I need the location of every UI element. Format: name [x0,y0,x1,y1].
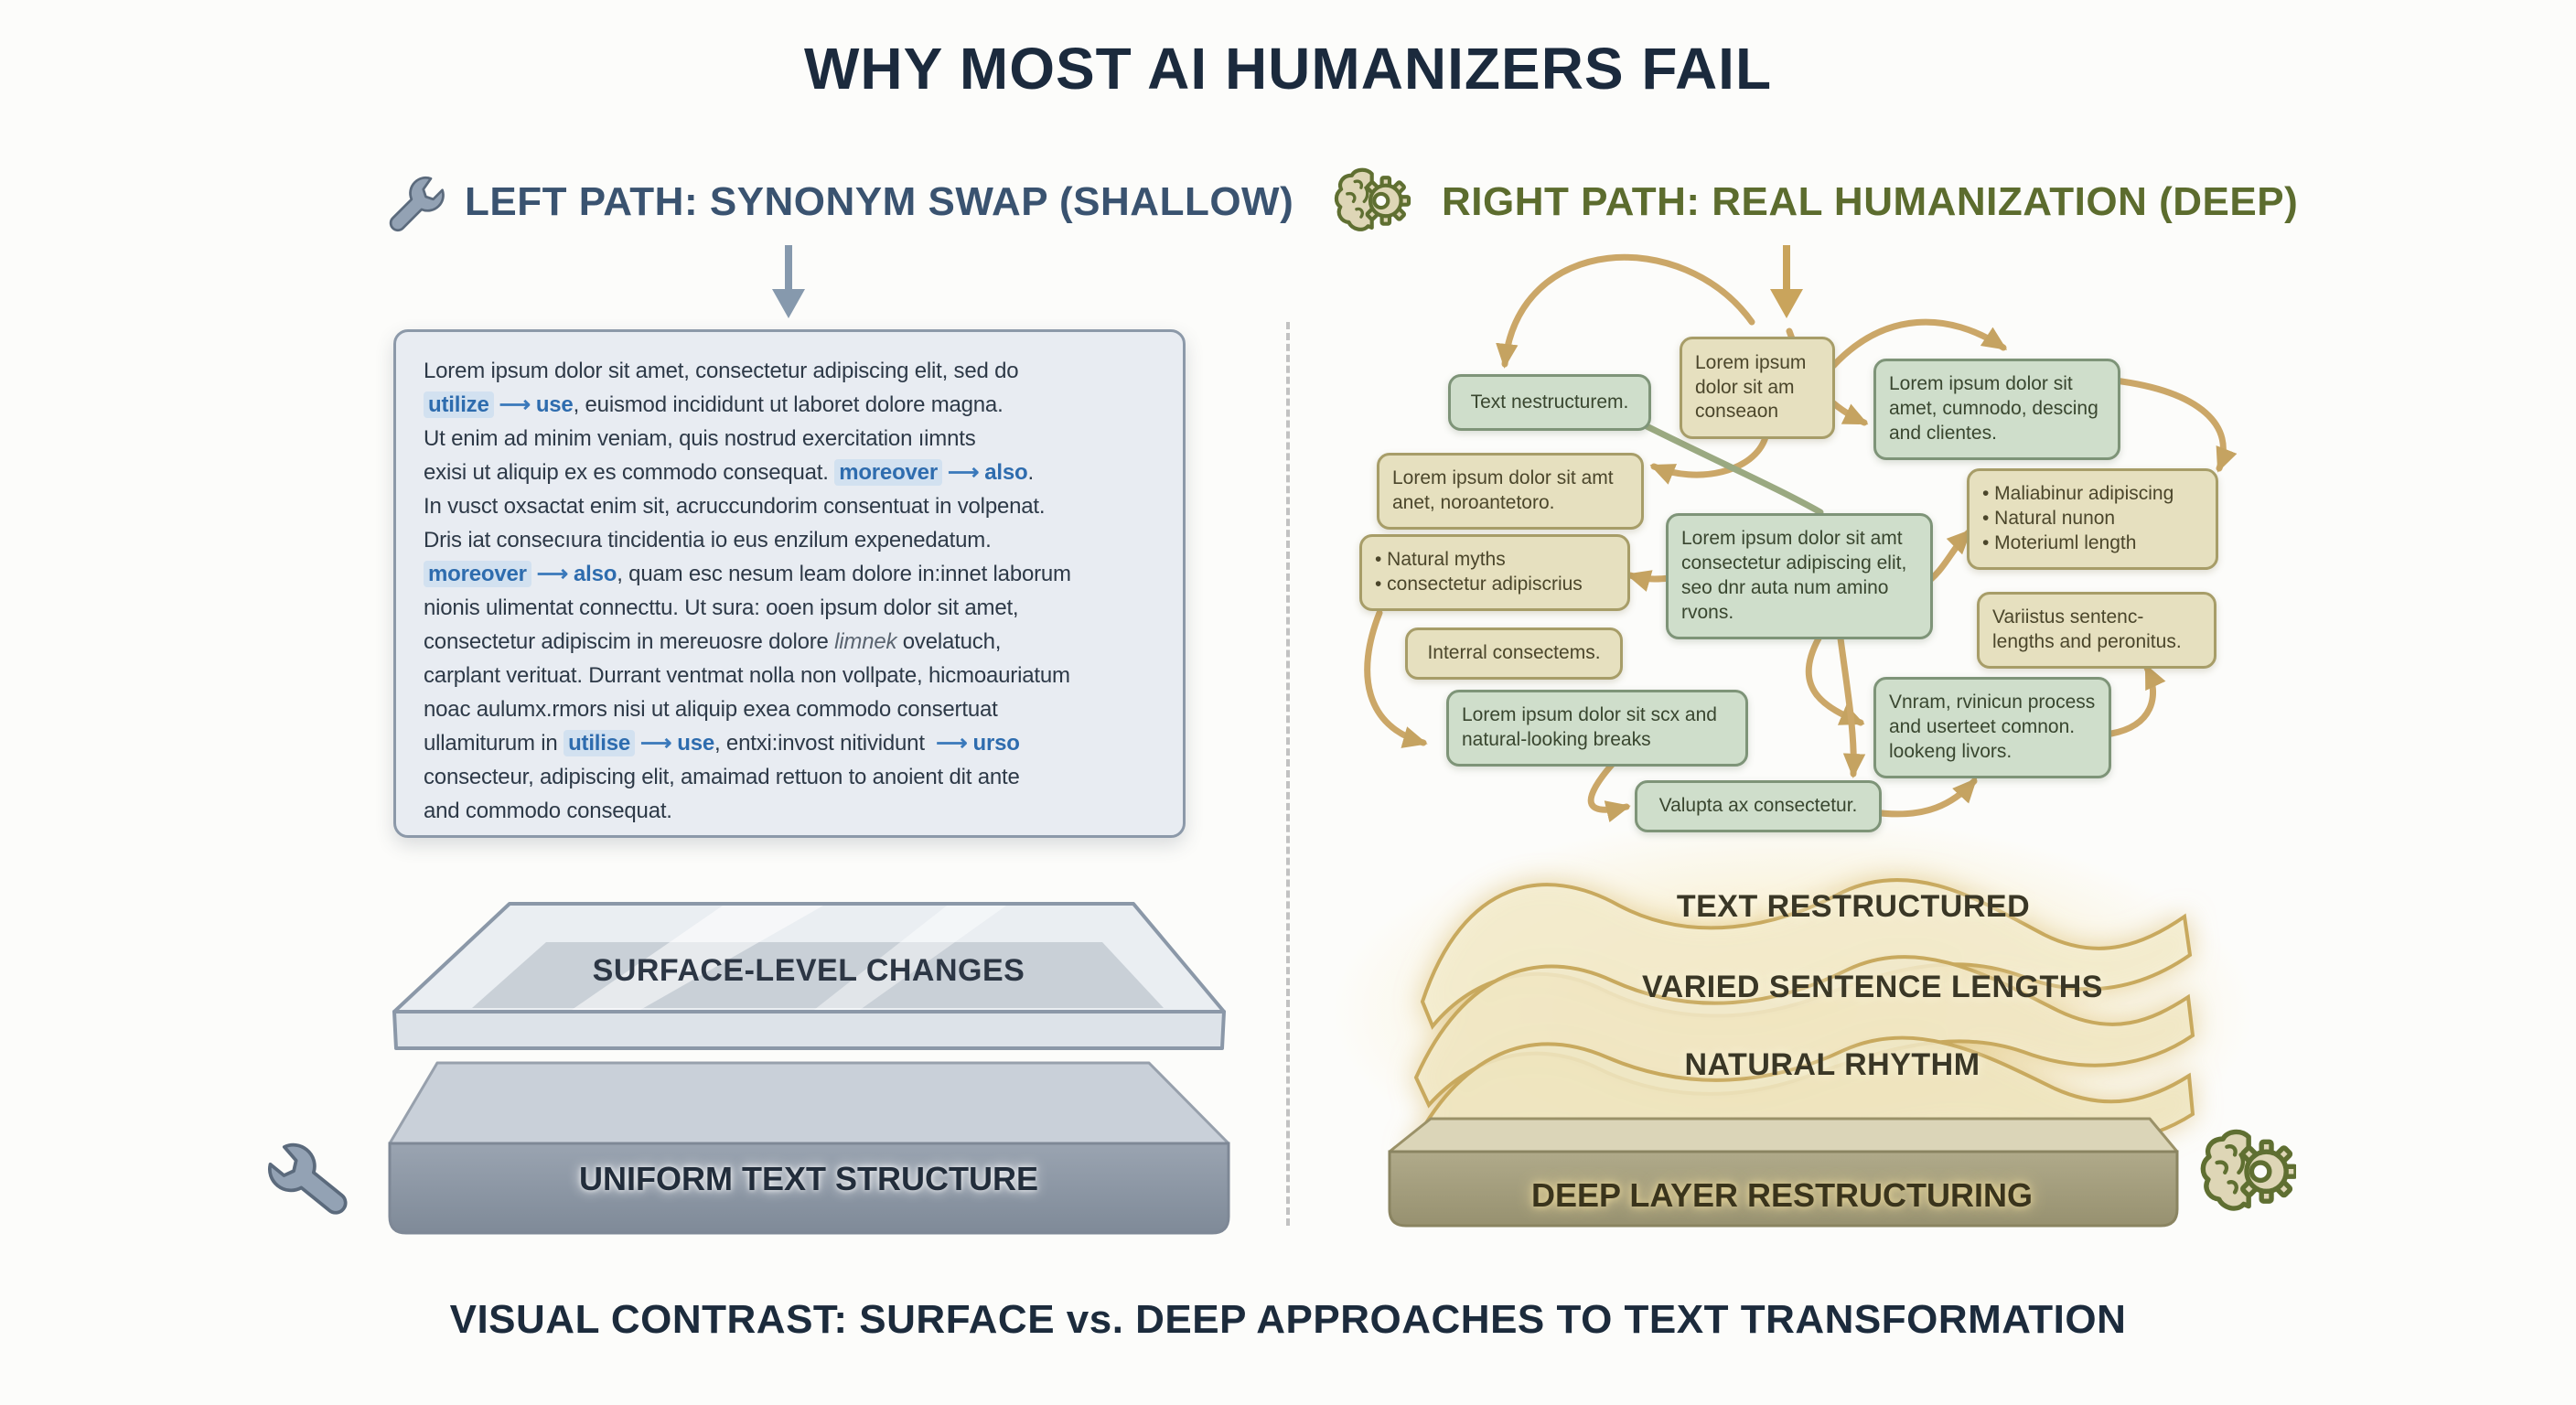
swap-arrow: ⟶ [640,731,672,756]
swap-arrow: ⟶ [499,392,531,417]
down-arrow-right [1770,245,1803,318]
flow-box-b7: Lorem ipsum dolor sit amt consectetur ad… [1666,513,1933,639]
flow-box-b5: • Maliabinur adipiscing • Natural nunon• … [1967,468,2218,570]
text-run: consecteur, adipiscing elit, amaimad ret… [424,765,1020,789]
text-run: ullamiturum in [424,731,564,756]
wave-label-1: TEXT RESTRUCTURED [1676,889,2031,924]
panel-line: and commodo consequat. [424,794,1183,828]
gold-glow [1326,814,2259,1207]
text-run: . [1027,460,1034,485]
synonym-new: also [984,460,1028,485]
text-run: Dris iat consecıura tincidentia io eus e… [424,528,992,552]
text-run: Ut enim ad minim veniam, quis nostrud ex… [424,426,976,451]
panel-line: utilize⟶use, euismod incididunt ut labor… [424,388,1183,422]
panel-line: consecteur, adipiscing elit, amaimad ret… [424,760,1183,794]
panel-line: Ut enim ad minim veniam, quis nostrud ex… [424,422,1183,456]
wrench-icon [267,1142,348,1215]
flow-box-b12: Valupta ax consectetur. [1635,780,1882,832]
flow-box-b10: Lorem ipsum dolor sit scx and natural-lo… [1446,690,1748,767]
flow-box-bullet: • consectetur adipiscrius [1375,574,1583,595]
synonym-old: moreover [834,459,942,486]
panel-line: exisi ut aliquip ex es commodo consequat… [424,456,1183,489]
flow-box-b8: Variistus sentenc- lengths and peronitus… [1977,592,2216,669]
text-run: nionis ulimentat connecttu. Ut sura: ooe… [424,595,1019,620]
swap-arrow: ⟶ [936,731,968,756]
text-run: exisi ut aliquip ex es commodo consequat… [424,460,835,485]
flow-box-b1: Text nestructurem. [1448,374,1651,431]
panel-line: Lorem ipsum dolor sit amet, consectetur … [424,354,1183,388]
panel-line: consectetur adipiscim in mereuosre dolor… [424,625,1183,659]
synonym-new: urso [972,731,1020,756]
wave-label-2: VARIED SENTENCE LENGTHS [1642,970,2103,1004]
synonym-new: use [535,392,574,417]
flow-box-b4: Lorem ipsum dolor sit amt anet, noroante… [1377,453,1644,530]
wave-label-3: NATURAL RHYTHM [1684,1047,1980,1082]
caption: VISUAL CONTRAST: SURFACE vs. DEEP APPROA… [449,1297,2127,1342]
swap-arrow: ⟶ [536,562,569,586]
flow-box-b3: Lorem ipsum dolor sit amet, cumnodo, des… [1873,359,2120,460]
synonym-new: also [574,562,617,586]
text-run: carplant verituat. Durrant ventmat nolla… [424,663,1070,688]
flow-box-bullet: • Moteriuml length [1982,531,2137,553]
synonym-panel: Lorem ipsum dolor sit amet, consectetur … [393,329,1186,838]
text-run: In vusct oxsactat enim sit, acruccundori… [424,494,1046,519]
panel-line: noac aulumx.rmors nisi ut aliquip exea c… [424,692,1183,726]
right-path-heading: RIGHT PATH: REAL HUMANIZATION (DEEP) [1442,179,2299,224]
text-run: Lorem ipsum dolor sit amet, consectetur … [424,359,1019,383]
swap-arrow: ⟶ [947,460,980,485]
flow-box-b6: • Natural myths • consectetur adipiscrius [1359,534,1630,611]
flow-box-bullet: • Maliabinur adipiscing [1982,483,2174,504]
panel-line: Dris iat consecıura tincidentia io eus e… [424,523,1183,557]
synonym-panel-text: Lorem ipsum dolor sit amet, consectetur … [396,332,1183,828]
flow-box-b2: Lorem ipsum dolor sit am conseaon [1680,337,1835,439]
surface-layer-label: SURFACE-LEVEL CHANGES [592,953,1025,988]
synonym-old: moreover [424,561,531,587]
text-run: consectetur adipiscim in mereuosre dolor… [424,629,835,654]
panel-line: ullamiturum in utilise⟶use, entxi:invost… [424,726,1183,760]
flow-box-b11: Vnram, rvinicun process and userteet com… [1873,677,2111,778]
synonym-old: utilise [564,730,636,756]
brain-gear-icon [1334,167,1411,231]
text-run: and commodo consequat. [424,799,672,823]
uniform-slab-label: UNIFORM TEXT STRUCTURE [579,1160,1038,1197]
text-run: , quam esc nesum leam dolore in:innet la… [617,562,1071,586]
flow-box-b9: Interral consectems. [1405,627,1623,680]
panel-line: nionis ulimentat connecttu. Ut sura: ooe… [424,591,1183,625]
divider [1286,322,1290,1226]
uniform-slab [388,1061,1230,1235]
italic-term: limnek [834,629,897,654]
panel-line: carplant verituat. Durrant ventmat nolla… [424,659,1183,692]
text-run: , euismod incididunt ut laboret dolore m… [573,392,1004,417]
text-run: ovelatuch, [896,629,1002,654]
wrench-icon [389,176,445,232]
brain-gear-icon [2200,1129,2296,1211]
synonym-new: use [677,731,714,756]
text-run: , entxi:invost nitividunt [714,731,931,756]
panel-line: In vusct oxsactat enim sit, acruccundori… [424,489,1183,523]
synonym-old: utilize [424,391,494,418]
panel-line: moreover⟶also, quam esc nesum leam dolor… [424,557,1183,591]
left-path-heading: LEFT PATH: SYNONYM SWAP (SHALLOW) [465,179,1294,224]
page-title: WHY MOST AI HUMANIZERS FAIL [803,36,1773,102]
text-run: noac aulumx.rmors nisi ut aliquip exea c… [424,697,998,722]
flow-box-bullet: • Natural nunon [1982,507,2116,529]
deep-slab-label: DEEP LAYER RESTRUCTURING [1530,1176,2034,1214]
down-arrow-left [772,245,805,318]
flow-box-bullet: • Natural myths [1375,549,1506,571]
